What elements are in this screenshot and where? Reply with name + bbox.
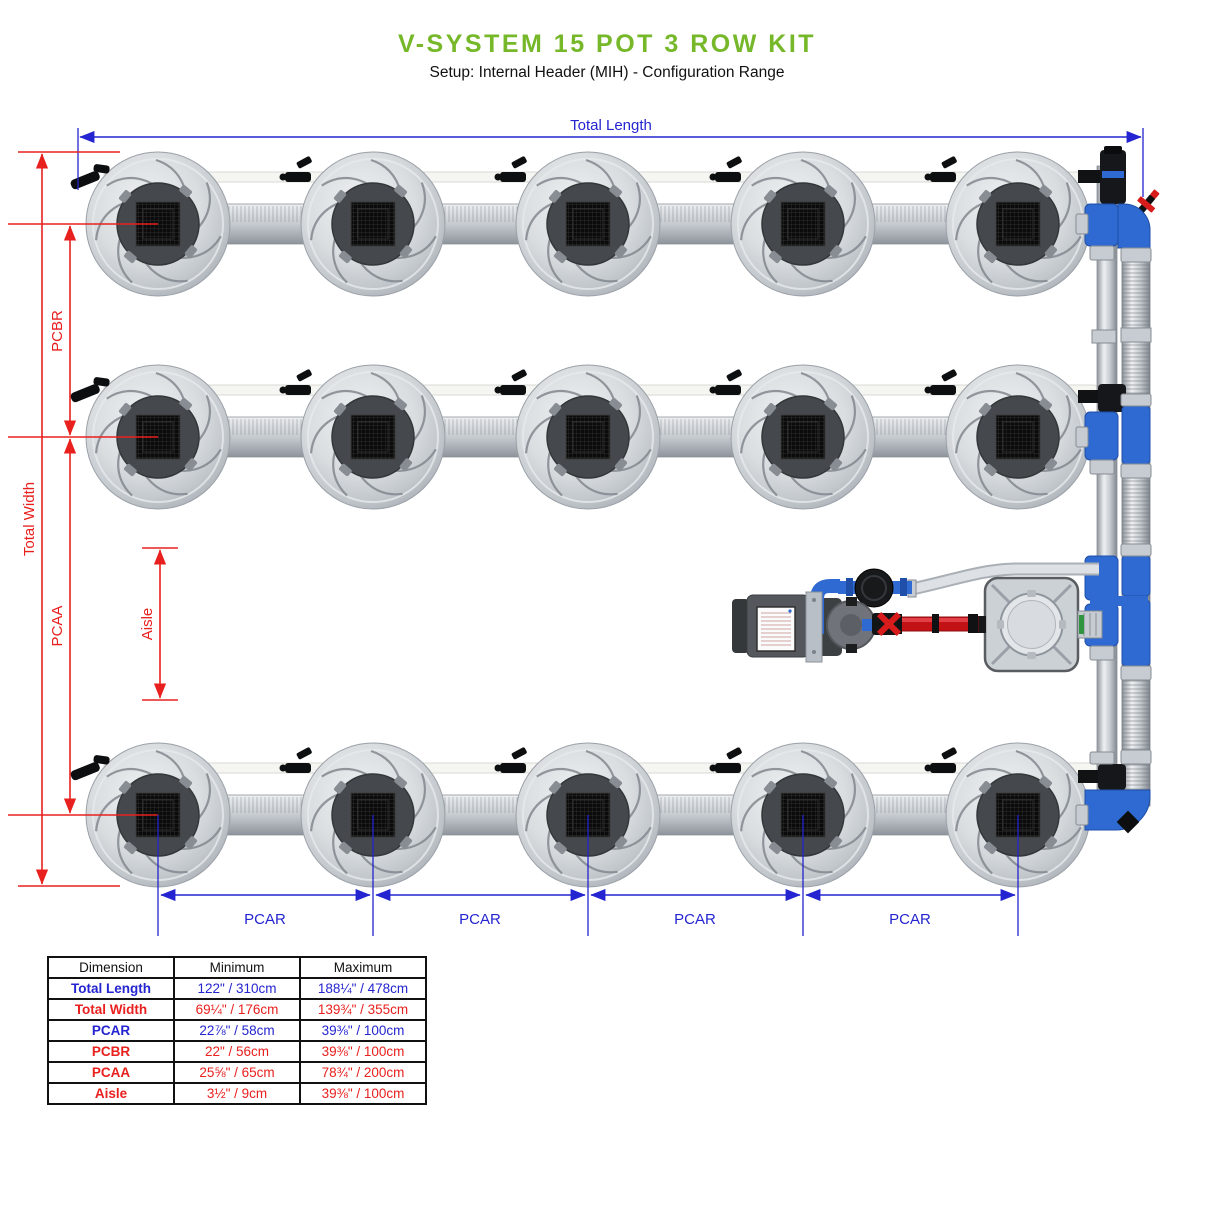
pcaa-label: PCAA bbox=[49, 606, 66, 647]
pcbr-dimension: PCBR bbox=[49, 225, 77, 436]
inline-valve bbox=[279, 746, 313, 773]
row-reference-lines bbox=[8, 223, 158, 816]
pcar-label: PCAR bbox=[459, 911, 501, 928]
table-row: PCBR 22" / 56cm 39⅜" / 100cm bbox=[47, 1040, 427, 1063]
inline-valve bbox=[279, 155, 313, 182]
header-top-tee bbox=[1078, 146, 1126, 204]
inline-valve bbox=[494, 155, 528, 182]
pump bbox=[808, 568, 912, 656]
row-min: 69¼" / 176cm bbox=[173, 998, 301, 1021]
inline-valve bbox=[279, 368, 313, 395]
pcar-label: PCAR bbox=[244, 911, 286, 928]
system-diagram: Total Length Total Width PCBR PCAA Aisle bbox=[8, 117, 1160, 936]
inline-valve bbox=[924, 368, 958, 395]
col-dimension: Dimension bbox=[47, 956, 175, 979]
header-tee-row2 bbox=[1075, 384, 1152, 479]
red-pipe bbox=[894, 614, 979, 634]
pot bbox=[299, 363, 447, 511]
aisle-label: Aisle bbox=[139, 608, 156, 641]
row-min: 22⅞" / 58cm bbox=[173, 1019, 301, 1042]
table-row: PCAR 22⅞" / 58cm 39⅜" / 100cm bbox=[47, 1019, 427, 1042]
table-row: Aisle 3½" / 9cm 39⅜" / 100cm bbox=[47, 1082, 427, 1105]
row-label: Total Length bbox=[47, 977, 175, 1000]
dimensions-table: Dimension Minimum Maximum Total Length 1… bbox=[47, 956, 427, 1105]
row-max: 39⅜" / 100cm bbox=[299, 1082, 427, 1105]
inline-filter bbox=[854, 568, 894, 608]
row-min: 122" / 310cm bbox=[173, 977, 301, 1000]
page-subtitle: Setup: Internal Header (MIH) - Configura… bbox=[429, 64, 785, 81]
pump-assembly bbox=[732, 562, 1103, 673]
inline-valve bbox=[709, 155, 743, 182]
pot-rows bbox=[84, 150, 1092, 889]
pot bbox=[514, 363, 662, 511]
pot bbox=[944, 363, 1092, 511]
row-label: PCAA bbox=[47, 1061, 175, 1084]
reservoir bbox=[974, 576, 1103, 673]
inline-valve bbox=[494, 368, 528, 395]
total-length-dimension: Total Length bbox=[77, 117, 1144, 197]
table-row: Total Length 122" / 310cm 188¼" / 478cm bbox=[47, 977, 427, 1000]
row-label: PCAR bbox=[47, 1019, 175, 1042]
pot bbox=[514, 150, 662, 298]
row-min: 22" / 56cm bbox=[173, 1040, 301, 1063]
total-width-label: Total Width bbox=[21, 482, 38, 556]
pcar-label: PCAR bbox=[889, 911, 931, 928]
page-title: V-SYSTEM 15 POT 3 ROW KIT bbox=[397, 30, 817, 58]
pcbr-label: PCBR bbox=[49, 310, 66, 352]
pot bbox=[299, 150, 447, 298]
row-label: Total Width bbox=[47, 998, 175, 1021]
table-row: PCAA 25⅝" / 65cm 78¾" / 200cm bbox=[47, 1061, 427, 1084]
row-max: 39⅜" / 100cm bbox=[299, 1040, 427, 1063]
pot bbox=[729, 150, 877, 298]
inline-valve bbox=[709, 368, 743, 395]
header-elbow-row1 bbox=[1075, 203, 1152, 263]
inline-valve bbox=[924, 155, 958, 182]
total-length-label: Total Length bbox=[570, 117, 652, 134]
pcar-label: PCAR bbox=[674, 911, 716, 928]
header-elbow-row3 bbox=[1075, 749, 1152, 834]
inline-valve bbox=[924, 746, 958, 773]
table-header-row: Dimension Minimum Maximum bbox=[47, 956, 427, 979]
row-max: 78¾" / 200cm bbox=[299, 1061, 427, 1084]
table-row: Total Width 69¼" / 176cm 139¾" / 355cm bbox=[47, 998, 427, 1021]
pump-motor bbox=[732, 591, 823, 663]
aisle-dimension: Aisle bbox=[139, 547, 178, 701]
row-label: PCBR bbox=[47, 1040, 175, 1063]
col-maximum: Maximum bbox=[299, 956, 427, 979]
pcar-dimensions: PCAR PCAR PCAR PCAR bbox=[157, 815, 1019, 936]
total-width-dimension: Total Width bbox=[18, 151, 120, 887]
row-max: 139¾" / 355cm bbox=[299, 998, 427, 1021]
pot bbox=[944, 150, 1092, 298]
row-min: 3½" / 9cm bbox=[173, 1082, 301, 1105]
row-max: 188¼" / 478cm bbox=[299, 977, 427, 1000]
pot bbox=[729, 363, 877, 511]
row-min: 25⅝" / 65cm bbox=[173, 1061, 301, 1084]
row-max: 39⅜" / 100cm bbox=[299, 1019, 427, 1042]
col-minimum: Minimum bbox=[173, 956, 301, 979]
inline-valve bbox=[709, 746, 743, 773]
row-label: Aisle bbox=[47, 1082, 175, 1105]
inline-valve bbox=[494, 746, 528, 773]
pcaa-dimension: PCAA bbox=[49, 438, 77, 814]
